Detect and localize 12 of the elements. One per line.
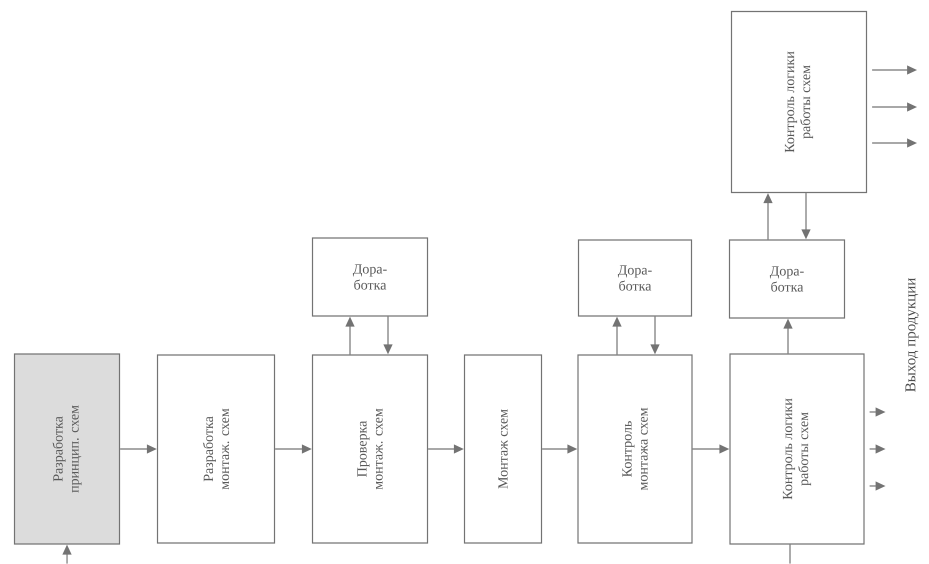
process-box: Контроль монтажа схем xyxy=(577,354,693,544)
process-box: Дора- ботка xyxy=(728,239,846,319)
process-box: Контроль логики работы схем xyxy=(729,353,865,545)
side-label: Выход продукции xyxy=(905,278,919,392)
process-box: Разработка монтаж. схем xyxy=(156,354,276,544)
process-box: Дора- ботка xyxy=(578,239,692,317)
process-box: Проверка монтаж. схем xyxy=(312,354,428,544)
process-box: Контроль логики работы схем xyxy=(730,10,868,194)
process-box: Разработка принцип. схем xyxy=(14,353,120,545)
process-box: Дора- ботка xyxy=(312,237,428,317)
process-box: Монтаж схем xyxy=(464,354,542,544)
line xyxy=(789,544,791,564)
